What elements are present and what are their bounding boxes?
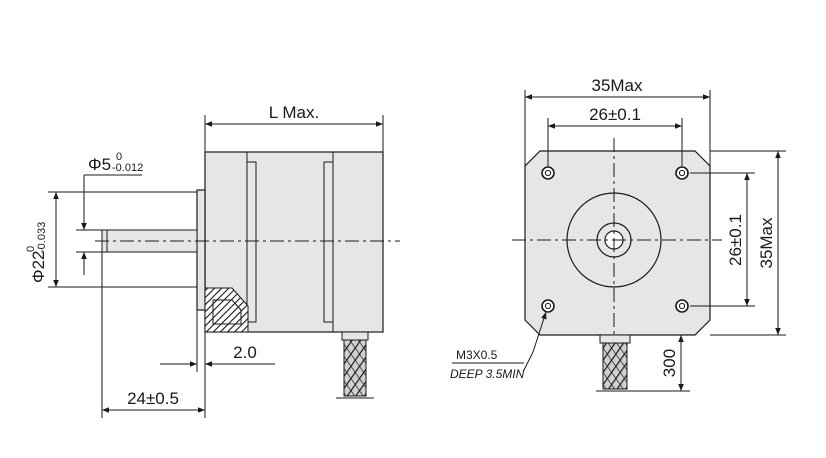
- bore-tol-upper: 0: [116, 151, 122, 163]
- mounting-holes: [541, 166, 689, 313]
- thread-leader-b: [532, 311, 547, 353]
- lead-cable-side-cross: [344, 340, 366, 396]
- hole-v-label: 26±0.1: [726, 214, 745, 266]
- lead-cable-front-cross: [603, 343, 627, 389]
- pilot-tol-upper: 0: [25, 246, 37, 252]
- hole-top-right-inner: [678, 169, 686, 177]
- front-view: 35Max 26±0.1 26±0.1 35Max 300 M3X0.5 DEE…: [450, 76, 786, 392]
- thread-label: M3X0.5: [456, 348, 498, 362]
- bore-label: Φ5: [88, 155, 111, 174]
- width-label: 35Max: [591, 76, 643, 95]
- pilot-flange: [196, 189, 206, 311]
- hole-bottom-left-inner: [544, 302, 552, 310]
- hole-top-left-inner: [544, 169, 552, 177]
- shaft-label: 24±0.5: [127, 389, 179, 408]
- lmax-label: L Max.: [269, 103, 319, 122]
- cutaway-hatch: [204, 287, 249, 333]
- lead-connector-side: [341, 331, 369, 341]
- pilot-tol-lower: -0.033: [36, 222, 48, 253]
- hole-bottom-right: [675, 299, 689, 313]
- cutaway-inner: [212, 299, 242, 325]
- bore-tol-lower: -0.012: [112, 162, 143, 174]
- hole-top-left: [541, 166, 555, 180]
- side-view: L Max. Φ5 0 -0.012 Φ22 0 -0.033 2.0 24±0…: [25, 103, 400, 418]
- height-label: 35Max: [757, 217, 776, 269]
- lead-label: 300: [660, 349, 679, 377]
- lead-connector-front: [599, 334, 631, 344]
- stator-right-edge: [323, 152, 334, 332]
- hole-top-right: [675, 166, 689, 180]
- thread-leader-a: [522, 351, 534, 373]
- depth-label: DEEP 3.5MIN: [450, 367, 525, 381]
- hole-h-label: 26±0.1: [589, 105, 641, 124]
- pilot-label: Φ22: [29, 251, 48, 283]
- hole-bottom-right-inner: [678, 302, 686, 310]
- flange-label: 2.0: [233, 343, 257, 362]
- hole-bottom-left: [541, 299, 555, 313]
- pilot-label-group: Φ22 0 -0.033: [25, 222, 48, 283]
